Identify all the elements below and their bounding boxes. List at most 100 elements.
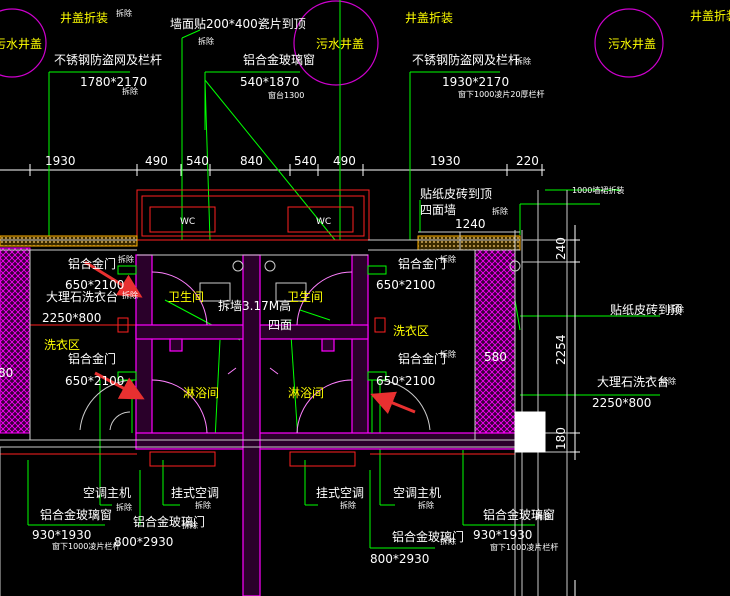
label-four-sides: 四面 [268,318,292,332]
hatched-walls [0,235,521,434]
label-window-bl: 铝合金玻璃窗 [40,507,112,522]
note-dismantle-14: 拆除 [340,500,356,510]
arrow-2 [94,371,145,400]
label-door-tr: 铝合金门 [398,256,446,271]
label-rail-left: 不锈钢防盗网及栏杆 [54,52,162,67]
label-shower-left: 淋浴间 [183,386,219,400]
note-1000: 1000墙裙折装 [572,185,624,195]
note-dismantle-4: 拆除 [515,56,531,66]
label-window-br: 铝合金玻璃窗 [483,507,555,522]
dim-vertical-180: 180 [554,427,568,450]
note-dismantle-12: 拆除 [116,502,132,512]
note-dismantle-13: 拆除 [195,500,211,510]
label-manhole-right-top: 井盖折装 [405,10,453,25]
dim-top-2: 490 [145,154,168,168]
label-demolish: 拆墙3.17M高 [218,298,291,313]
label-paper-tile-right: 贴纸皮砖到顶 [610,302,682,317]
note-dismantle-7: 拆除 [660,376,676,386]
magenta-walls [135,254,519,596]
label-marble-left-size: 2250*800 [42,311,101,325]
note-dismantle-2: 拆除 [198,36,214,46]
label-paper-tile-top: 贴纸皮砖到顶 [420,186,492,201]
grey-walls [0,190,575,596]
label-window-br-size: 930*1930 [473,528,532,542]
arrow-1 [84,260,143,298]
manhole-circle-right [594,8,664,78]
label-marble-right: 大理石洗衣台 [597,374,669,389]
label-sewage-mid: 污水井盖 [316,37,364,51]
note-dismantle-11: 拆除 [440,349,456,359]
dim-top-1: 1930 [45,154,76,168]
label-door-br: 铝合金玻璃门 [392,529,464,544]
label-shower-right: 淋浴间 [288,386,324,400]
dim-top-4: 840 [240,154,263,168]
dim-580: 580 [484,350,507,364]
label-marble-right-size: 2250*800 [592,396,651,410]
note-dismantle-16: 拆除 [182,520,198,530]
dim-top-5: 540 [294,154,317,168]
label-rail-left-size: 1780*2170 [80,75,147,89]
note-window-bl: 窗下1000凌片栏杆 [52,541,120,551]
dim-top-3: 540 [186,154,209,168]
label-door-br-size: 800*2930 [370,552,429,566]
note-dismantle-10: 拆除 [122,290,138,300]
note-rail-right: 窗下1000凌片20厚栏杆 [458,89,545,99]
manhole-circle-mid [293,0,379,86]
label-laundry-right: 洗衣区 [393,323,429,338]
label-sewage-left: 污水井盖 [0,37,42,51]
label-door-bl-size: 800*2930 [114,535,173,549]
label-door-mr-size: 650*2100 [376,374,435,388]
label-bathroom-right: 卫生间 [287,290,323,304]
door-swings [79,271,431,434]
arrow-3 [370,391,416,415]
label-sewage-right: 污水井盖 [608,37,656,51]
note-window-sill: 窗台1300 [268,90,304,100]
note-dismantle-3: 拆除 [122,86,138,96]
label-rail-right-size: 1930*2170 [442,75,509,89]
note-dismantle-6: 拆除 [668,304,684,314]
label-wc-left: WC [180,217,195,227]
label-laundry-left: 洗衣区 [44,337,80,352]
note-dismantle-9: 拆除 [440,254,456,264]
dim-top-8: 220 [516,154,539,168]
note-dismantle-17: 拆除 [440,536,456,546]
label-wc-right: WC [316,217,331,227]
label-ac-hang-left: 挂式空调 [171,486,219,500]
label-four-walls: 四面墙 [420,203,456,217]
label-bathroom-left: 卫生间 [168,290,204,304]
note-dismantle-15: 拆除 [418,500,434,510]
note-window-br: 窗下1000凌片栏杆 [490,542,558,552]
note-dismantle-8: 拆除 [118,254,134,264]
label-manhole-right: 井盖折装 [690,8,730,23]
dim-top-7: 1930 [430,154,461,168]
red-outlines [0,189,515,467]
label-manhole-left: 井盖折装 [60,10,108,25]
label-wall-tile: 墙面贴200*400瓷片到顶 [170,17,306,31]
label-door-tl-size: 650*2100 [65,278,124,292]
label-door-ml: 铝合金门 [68,351,116,366]
label-alum-window: 铝合金玻璃窗 [243,52,315,67]
red-arrows [84,260,416,415]
label-ac-hang-right: 挂式空调 [316,486,364,500]
note-dismantle-1: 拆除 [116,8,132,18]
label-door-tl: 铝合金门 [68,256,116,271]
label-door-mr: 铝合金门 [398,351,446,366]
label-door-ml-size: 650*2100 [65,374,124,388]
label-door-tr-size: 650*2100 [376,278,435,292]
label-rail-right: 不锈钢防盗网及栏杆 [412,52,520,67]
right-dimension-line [570,225,580,596]
label-door-bl: 铝合金玻璃门 [133,514,205,529]
dim-1240: 1240 [455,217,486,231]
dim-vertical-240: 240 [554,237,568,260]
label-ac-main-right: 空调主机 [393,486,441,500]
note-dismantle-18: 拆除 [535,511,551,521]
note-dismantle-5: 拆除 [492,206,508,216]
top-dimension-line [0,164,545,176]
label-window-bl-size: 930*1930 [32,528,91,542]
label-alum-window-size: 540*1870 [240,75,299,89]
manhole-circle-left [0,8,47,78]
label-edge-80: 80 [0,366,13,380]
label-marble-left: 大理石洗衣台 [46,289,118,304]
